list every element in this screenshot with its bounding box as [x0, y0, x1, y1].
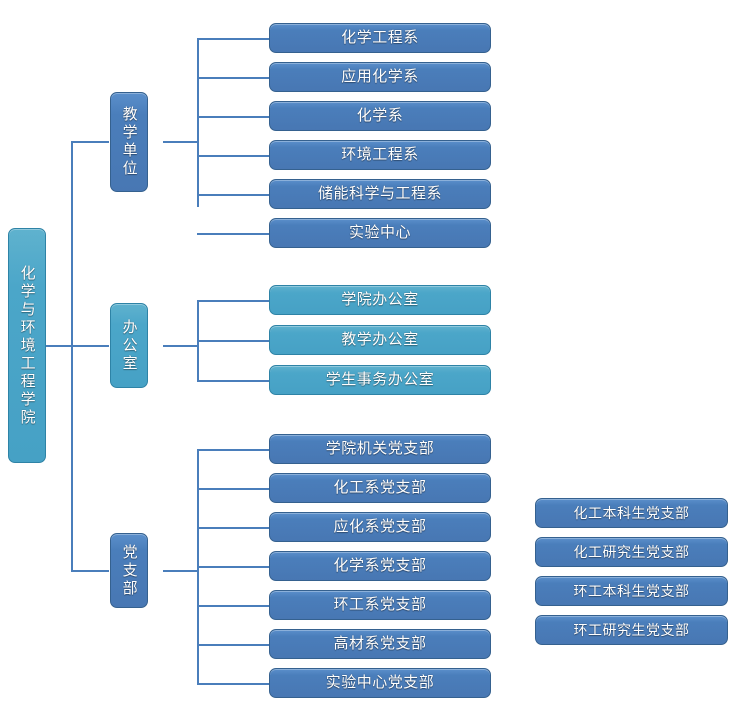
side-node-4[interactable]: 环工研究生党支部	[535, 615, 728, 645]
leaf-node-party-1[interactable]: 学院机关党支部	[269, 434, 491, 464]
connector-party-branch-6	[197, 644, 269, 646]
branch-node-office[interactable]: 办公室	[110, 303, 148, 388]
leaf-node-office-2[interactable]: 教学办公室	[269, 325, 491, 355]
connector-party-branch-7	[197, 683, 269, 685]
connector-party-branch-4	[197, 566, 269, 568]
connector-office-branch-2	[197, 340, 269, 342]
connector-office-stem	[163, 345, 199, 347]
connector-teaching-spine	[197, 38, 199, 207]
connector-teaching-branch-3	[197, 116, 269, 118]
root-node-college[interactable]: 化学与环境工程学院	[8, 228, 46, 463]
side-node-2[interactable]: 化工研究生党支部	[535, 537, 728, 567]
connector-spine-to-teaching	[71, 141, 109, 143]
connector-party-stem	[163, 570, 199, 572]
leaf-node-teaching-3[interactable]: 化学系	[269, 101, 491, 131]
connector-party-branch-3	[197, 527, 269, 529]
connector-root-stub	[46, 345, 73, 347]
leaf-node-teaching-6[interactable]: 实验中心	[269, 218, 491, 248]
leaf-node-office-1[interactable]: 学院办公室	[269, 285, 491, 315]
connector-party-branch-1	[197, 449, 269, 451]
branch-node-teaching-units[interactable]: 教学单位	[110, 92, 148, 192]
leaf-node-teaching-1[interactable]: 化学工程系	[269, 23, 491, 53]
leaf-node-teaching-4[interactable]: 环境工程系	[269, 140, 491, 170]
leaf-node-party-5[interactable]: 环工系党支部	[269, 590, 491, 620]
connector-party-branch-5	[197, 605, 269, 607]
leaf-node-party-4[interactable]: 化学系党支部	[269, 551, 491, 581]
connector-party-branch-2	[197, 488, 269, 490]
connector-spine-to-party	[71, 570, 109, 572]
leaf-node-teaching-5[interactable]: 储能科学与工程系	[269, 179, 491, 209]
connector-teaching-branch-5	[197, 194, 269, 196]
leaf-node-office-3[interactable]: 学生事务办公室	[269, 365, 491, 395]
connector-teaching-branch-2	[197, 77, 269, 79]
connector-teaching-stem	[163, 141, 199, 143]
side-node-1[interactable]: 化工本科生党支部	[535, 498, 728, 528]
leaf-node-party-3[interactable]: 应化系党支部	[269, 512, 491, 542]
side-node-3[interactable]: 环工本科生党支部	[535, 576, 728, 606]
leaf-node-party-7[interactable]: 实验中心党支部	[269, 668, 491, 698]
connector-office-branch-3	[197, 380, 269, 382]
leaf-node-party-6[interactable]: 高材系党支部	[269, 629, 491, 659]
leaf-node-teaching-2[interactable]: 应用化学系	[269, 62, 491, 92]
connector-main-spine	[71, 141, 73, 571]
connector-teaching-branch-4	[197, 155, 269, 157]
connector-office-branch-1	[197, 300, 269, 302]
connector-teaching-branch-1	[197, 38, 269, 40]
branch-node-party[interactable]: 党支部	[110, 533, 148, 608]
connector-spine-to-office	[71, 345, 109, 347]
connector-teaching-branch-6	[197, 233, 269, 235]
leaf-node-party-2[interactable]: 化工系党支部	[269, 473, 491, 503]
